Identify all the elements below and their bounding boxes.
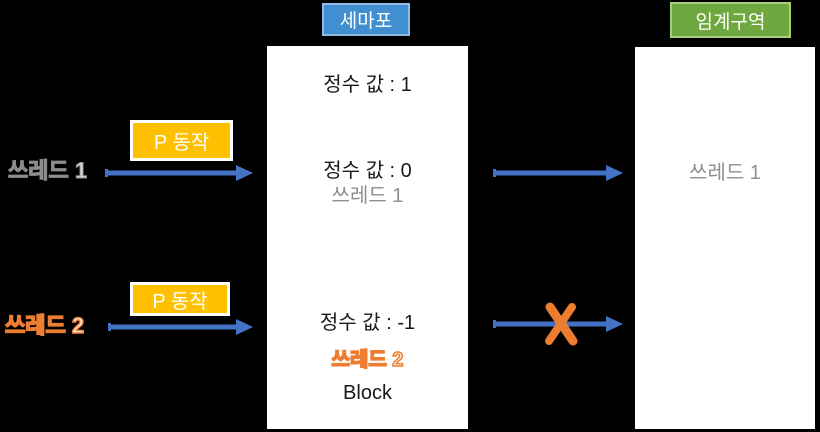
semaphore-thread1-entry: 쓰레드 1 [331, 185, 404, 207]
arrow-semaphore-to-critical-icon [493, 165, 623, 181]
p-operation-box-2: P 동작 [130, 282, 230, 316]
arrow-thread1-to-semaphore-icon [105, 165, 253, 181]
semaphore-block-status: Block [343, 382, 392, 404]
blocked-x-icon [545, 302, 578, 346]
semaphore-thread2-entry: 쓰레드 2 [331, 348, 404, 372]
semaphore-header-label: 세마포 [339, 11, 393, 32]
semaphore-value-0: 정수 값 : 0 [323, 160, 412, 182]
p-operation-box-1: P 동작 [130, 120, 233, 161]
arrow-thread2-blocked-icon [493, 316, 623, 332]
p-operation-label-1: P 동작 [153, 132, 210, 154]
critical-section-box: 쓰레드 1 [635, 47, 815, 429]
critical-section-header: 임계구역 [670, 2, 791, 38]
thread2-label: 쓰레드 2 [4, 312, 85, 339]
thread1-label: 쓰레드 1 [7, 158, 88, 184]
critical-section-header-label: 임계구역 [695, 11, 766, 33]
semaphore-value-neg1: 정수 값 : -1 [319, 312, 416, 334]
semaphore-box: 정수 값 : 1 정수 값 : 0 쓰레드 1 정수 값 : -1 쓰레드 2 … [267, 46, 468, 429]
arrow-thread2-to-semaphore-icon [108, 319, 253, 335]
p-operation-label-2: P 동작 [152, 290, 208, 313]
semaphore-header: 세마포 [322, 3, 410, 36]
critical-section-occupant: 쓰레드 1 [689, 162, 761, 184]
semaphore-value-1: 정수 값 : 1 [323, 74, 412, 96]
